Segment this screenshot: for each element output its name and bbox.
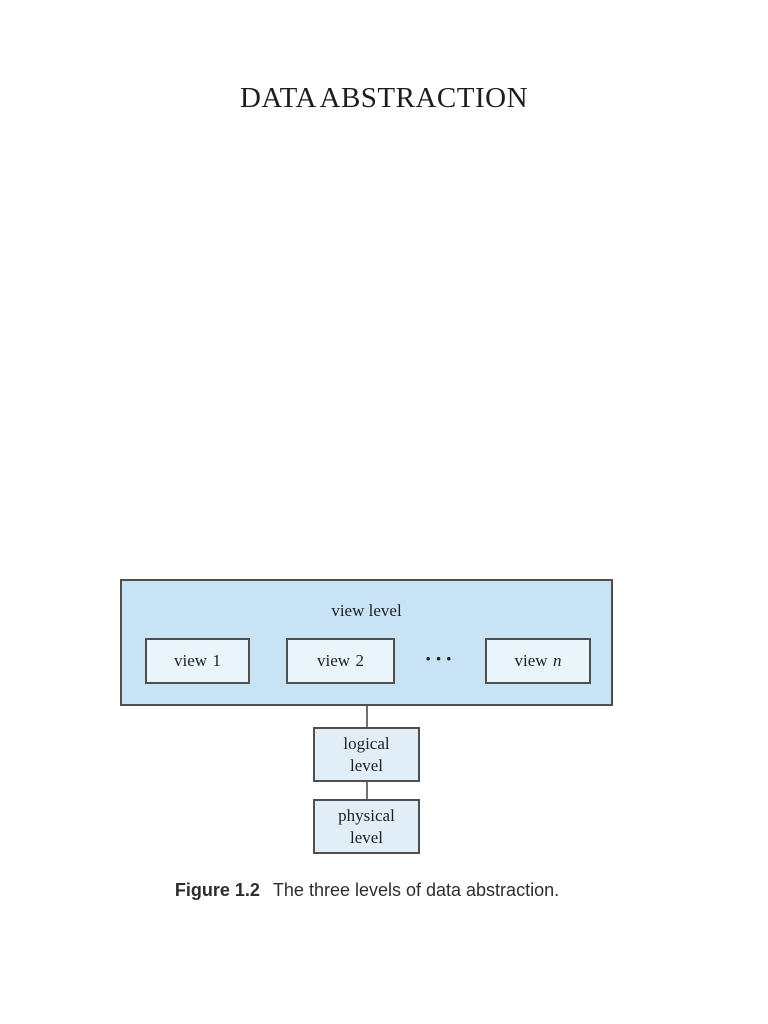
connector-logical-to-physical bbox=[366, 782, 368, 799]
logical-level-line2: level bbox=[349, 755, 384, 775]
view-n-label: view bbox=[514, 651, 548, 670]
figure-caption-text: The three levels of data abstraction. bbox=[272, 880, 560, 900]
view-n-box: view n bbox=[485, 638, 591, 684]
figure-caption-label: Figure 1.2 bbox=[174, 880, 260, 900]
physical-level-box: physical level bbox=[313, 799, 420, 854]
page-title: DATA ABSTRACTION bbox=[239, 82, 529, 114]
view-2-box: view 2 bbox=[286, 638, 395, 684]
logical-level-box: logical level bbox=[313, 727, 420, 782]
view-level-label: view level bbox=[331, 601, 402, 620]
view-2-label: view bbox=[317, 651, 351, 670]
view-1-label: view bbox=[174, 651, 208, 670]
view-2-number: 2 bbox=[355, 651, 364, 670]
view-n-variable: n bbox=[552, 651, 562, 670]
view-1-box: view 1 bbox=[145, 638, 250, 684]
physical-level-line2: level bbox=[349, 827, 384, 847]
physical-level-line1: physical bbox=[338, 806, 395, 826]
logical-level-line1: logical bbox=[343, 734, 390, 754]
connector-view-to-logical bbox=[366, 706, 368, 727]
ellipsis-dots: ··· bbox=[424, 646, 456, 671]
figure-caption: Figure 1.2 The three levels of data abstr… bbox=[0, 880, 734, 901]
view-1-number: 1 bbox=[212, 651, 221, 670]
